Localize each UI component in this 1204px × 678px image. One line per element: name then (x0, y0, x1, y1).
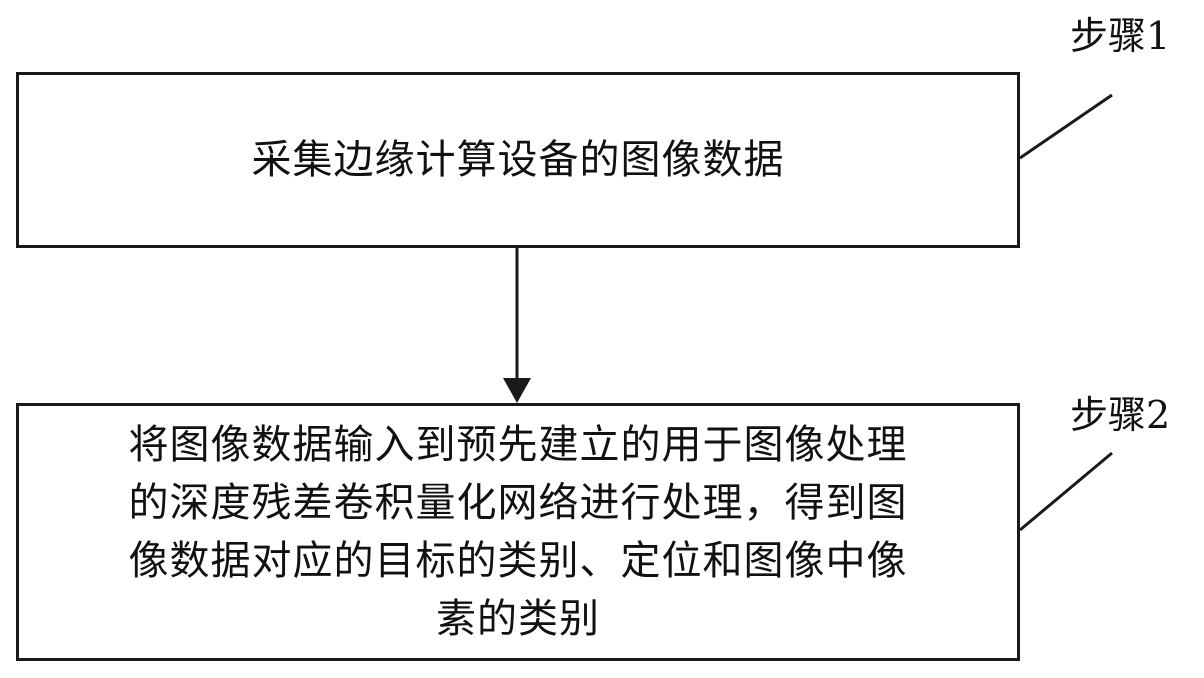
step2-text-line: 像数据对应的目标的类别、定位和图像中像 (128, 538, 908, 584)
step2-text: 将图像数据输入到预先建立的用于图像处理 的深度残差卷积量化网络进行处理，得到图 … (111, 416, 926, 648)
step2-text-line: 将图像数据输入到预先建立的用于图像处理 (128, 422, 908, 468)
flow-arrowhead (503, 378, 531, 403)
step2-box: 将图像数据输入到预先建立的用于图像处理 的深度残差卷积量化网络进行处理，得到图 … (16, 403, 1020, 661)
step2-text-line: 的深度残差卷积量化网络进行处理，得到图 (128, 480, 908, 526)
step1-box: 采集边缘计算设备的图像数据 (16, 72, 1020, 248)
step2-leader-line (1019, 451, 1113, 532)
step1-leader-line (1019, 93, 1113, 160)
step2-text-line: 素的类别 (436, 596, 600, 642)
step1-label: 步骤1 (1070, 14, 1171, 58)
step1-text: 采集边缘计算设备的图像数据 (251, 137, 785, 183)
step2-label: 步骤2 (1070, 393, 1171, 437)
